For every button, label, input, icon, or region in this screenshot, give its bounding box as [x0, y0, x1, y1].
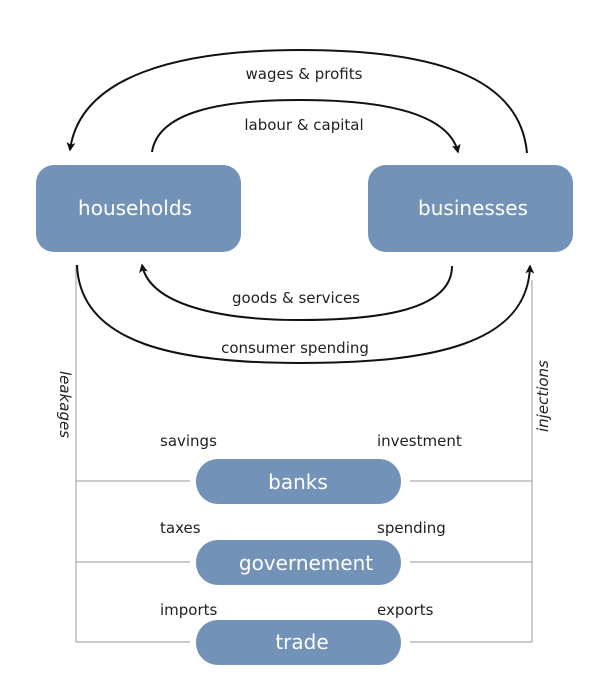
banks-node: banks [196, 459, 401, 504]
households-node: households [36, 165, 241, 252]
imports-label: imports [160, 601, 218, 619]
banks-label: banks [268, 470, 328, 494]
exports-label: exports [377, 601, 434, 619]
households-label: households [78, 196, 192, 220]
labour-capital-label: labour & capital [244, 116, 363, 134]
businesses-node: businesses [368, 165, 573, 252]
injections-line [410, 280, 533, 643]
trade-node: trade [196, 620, 401, 665]
consumer-spending-arrow [76, 264, 535, 365]
savings-label: savings [160, 432, 217, 450]
trade-label: trade [275, 630, 328, 654]
wages-profits-arrow [66, 48, 528, 154]
injections-label: injections [534, 360, 552, 432]
goods-services-label: goods & services [232, 289, 360, 307]
spending-label: spending [377, 519, 446, 537]
labour-capital-arrow [151, 98, 461, 154]
leakages-line [75, 265, 190, 643]
taxes-label: taxes [160, 519, 201, 537]
consumer-spending-label: consumer spending [221, 339, 369, 357]
investment-label: investment [377, 432, 462, 450]
businesses-label: businesses [418, 196, 528, 220]
government-node: governement [196, 540, 401, 585]
wages-profits-label: wages & profits [246, 65, 363, 83]
government-label: governement [239, 551, 373, 575]
goods-services-arrow [139, 263, 453, 322]
leakages-label: leakages [56, 371, 74, 438]
